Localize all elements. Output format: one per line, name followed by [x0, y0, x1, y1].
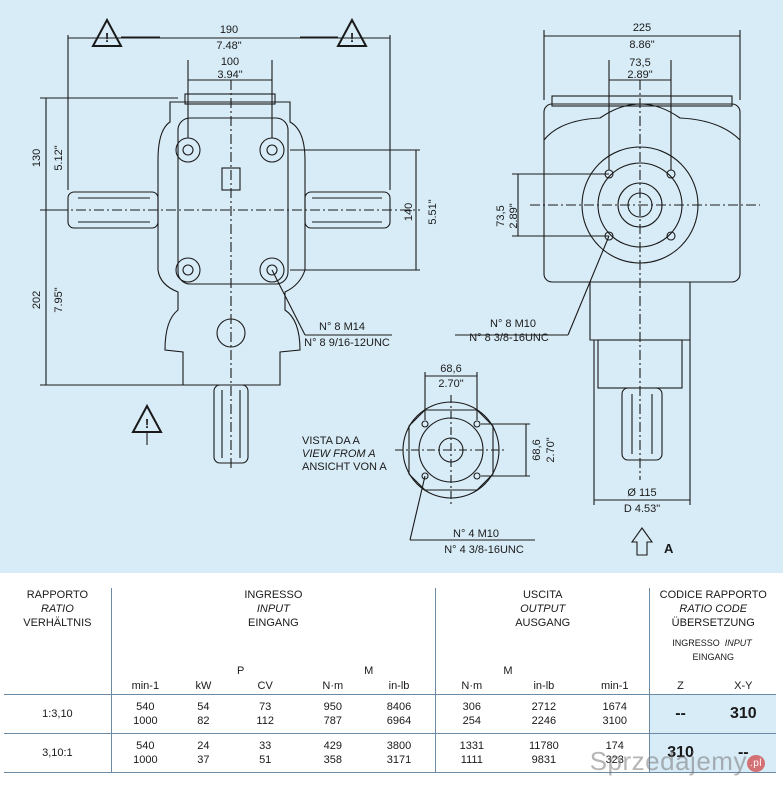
unit-cell: N·m	[434, 678, 508, 695]
code-z-cell: 310	[649, 733, 711, 773]
unit-cell: kW	[178, 678, 228, 695]
view-v-in: 2.70"	[545, 437, 557, 462]
front-inner-in: 3.94"	[217, 69, 242, 81]
technical-drawing: ! ! ! 190 7.48" 100 3.94" 130 5.12" 202 …	[0, 0, 783, 573]
p-label: P	[237, 665, 245, 677]
view-h-mm: 68,6	[440, 363, 461, 375]
unit-cell: min-1	[580, 678, 650, 695]
output-header: USCITA OUTPUT AUSGANG	[434, 588, 650, 664]
side-dia-mm: Ø 115	[627, 487, 656, 499]
view-title-en: VIEW FROM A	[302, 448, 376, 460]
front-lower-mm: 202	[31, 291, 43, 309]
code-z-cell: --	[649, 694, 711, 734]
warning-icon: !	[145, 416, 149, 431]
ratio-cell: 1:3,10	[4, 694, 112, 734]
unit-cell: Z	[649, 678, 711, 695]
front-view	[40, 35, 420, 470]
view-from-a	[395, 372, 535, 541]
view-title-it: VISTA DA A	[302, 435, 361, 447]
spec-table: RAPPORTO RATIO VERHÄLTNIS INGRESSO INPUT…	[0, 588, 783, 800]
front-bolt-unc: N° 8 9/16-12UNC	[304, 337, 390, 349]
side-view	[455, 30, 760, 556]
front-height-mm: 140	[403, 203, 415, 221]
code-header: CODICE RAPPORTO RATIO CODE ÜBERSETZUNG I…	[649, 588, 776, 664]
view-h-in: 2.70"	[438, 378, 463, 390]
unit-cell: min-1	[110, 678, 179, 695]
front-upper-mm: 130	[31, 149, 43, 167]
unit-cell: CV	[227, 678, 303, 695]
front-inner-mm: 100	[221, 56, 239, 68]
view-bolt-unc: N° 4 3/8-16UNC	[444, 544, 524, 556]
front-bolt-metric: N° 8 M14	[319, 321, 365, 333]
side-bolt-metric: N° 8 M10	[490, 318, 536, 330]
side-vert-in: 2.89"	[508, 203, 520, 228]
front-width-in: 7.48"	[216, 40, 241, 52]
view-title-de: ANSICHT VON A	[302, 461, 387, 473]
unit-cell: in-lb	[507, 678, 581, 695]
warning-icon: !	[350, 30, 354, 45]
front-width-mm: 190	[220, 24, 238, 36]
ratio-header: RAPPORTO RATIO VERHÄLTNIS	[23, 589, 92, 629]
m-label: M	[364, 665, 374, 677]
front-upper-in: 5.12"	[53, 145, 65, 170]
code-xy-cell: 310	[710, 694, 776, 734]
m-out-label: M	[434, 664, 581, 678]
front-lower-in: 7.95"	[53, 287, 65, 312]
side-inner-in: 2.89"	[627, 69, 652, 81]
warning-icon: !	[105, 30, 109, 45]
side-bolt-unc: N° 8 3/8-16UNC	[469, 332, 549, 344]
side-dia-in: D 4.53"	[624, 503, 660, 515]
side-vert-mm: 73,5	[495, 205, 507, 226]
watermark: Sprzedajemy.pl	[590, 746, 765, 777]
code-xy-cell: --	[710, 733, 776, 773]
side-width-in: 8.86"	[629, 39, 654, 51]
front-height-in: 5.51"	[427, 199, 439, 224]
unit-cell: N·m	[302, 678, 364, 695]
view-v-mm: 68,6	[531, 439, 543, 460]
drawing-svg: ! ! ! 190 7.48" 100 3.94" 130 5.12" 202 …	[31, 17, 760, 556]
input-header: INGRESSO INPUT EINGANG	[110, 588, 436, 664]
side-inner-mm: 73,5	[629, 57, 650, 69]
side-width-mm: 225	[633, 22, 651, 34]
ratio-cell: 3,10:1	[4, 733, 112, 773]
unit-cell: in-lb	[363, 678, 436, 695]
view-bolt-metric: N° 4 M10	[453, 528, 499, 540]
unit-cell: X-Y	[710, 678, 776, 695]
code-sub-header: INGRESSO INPUT EINGANG	[672, 638, 752, 662]
view-arrow-label: A	[664, 541, 674, 556]
